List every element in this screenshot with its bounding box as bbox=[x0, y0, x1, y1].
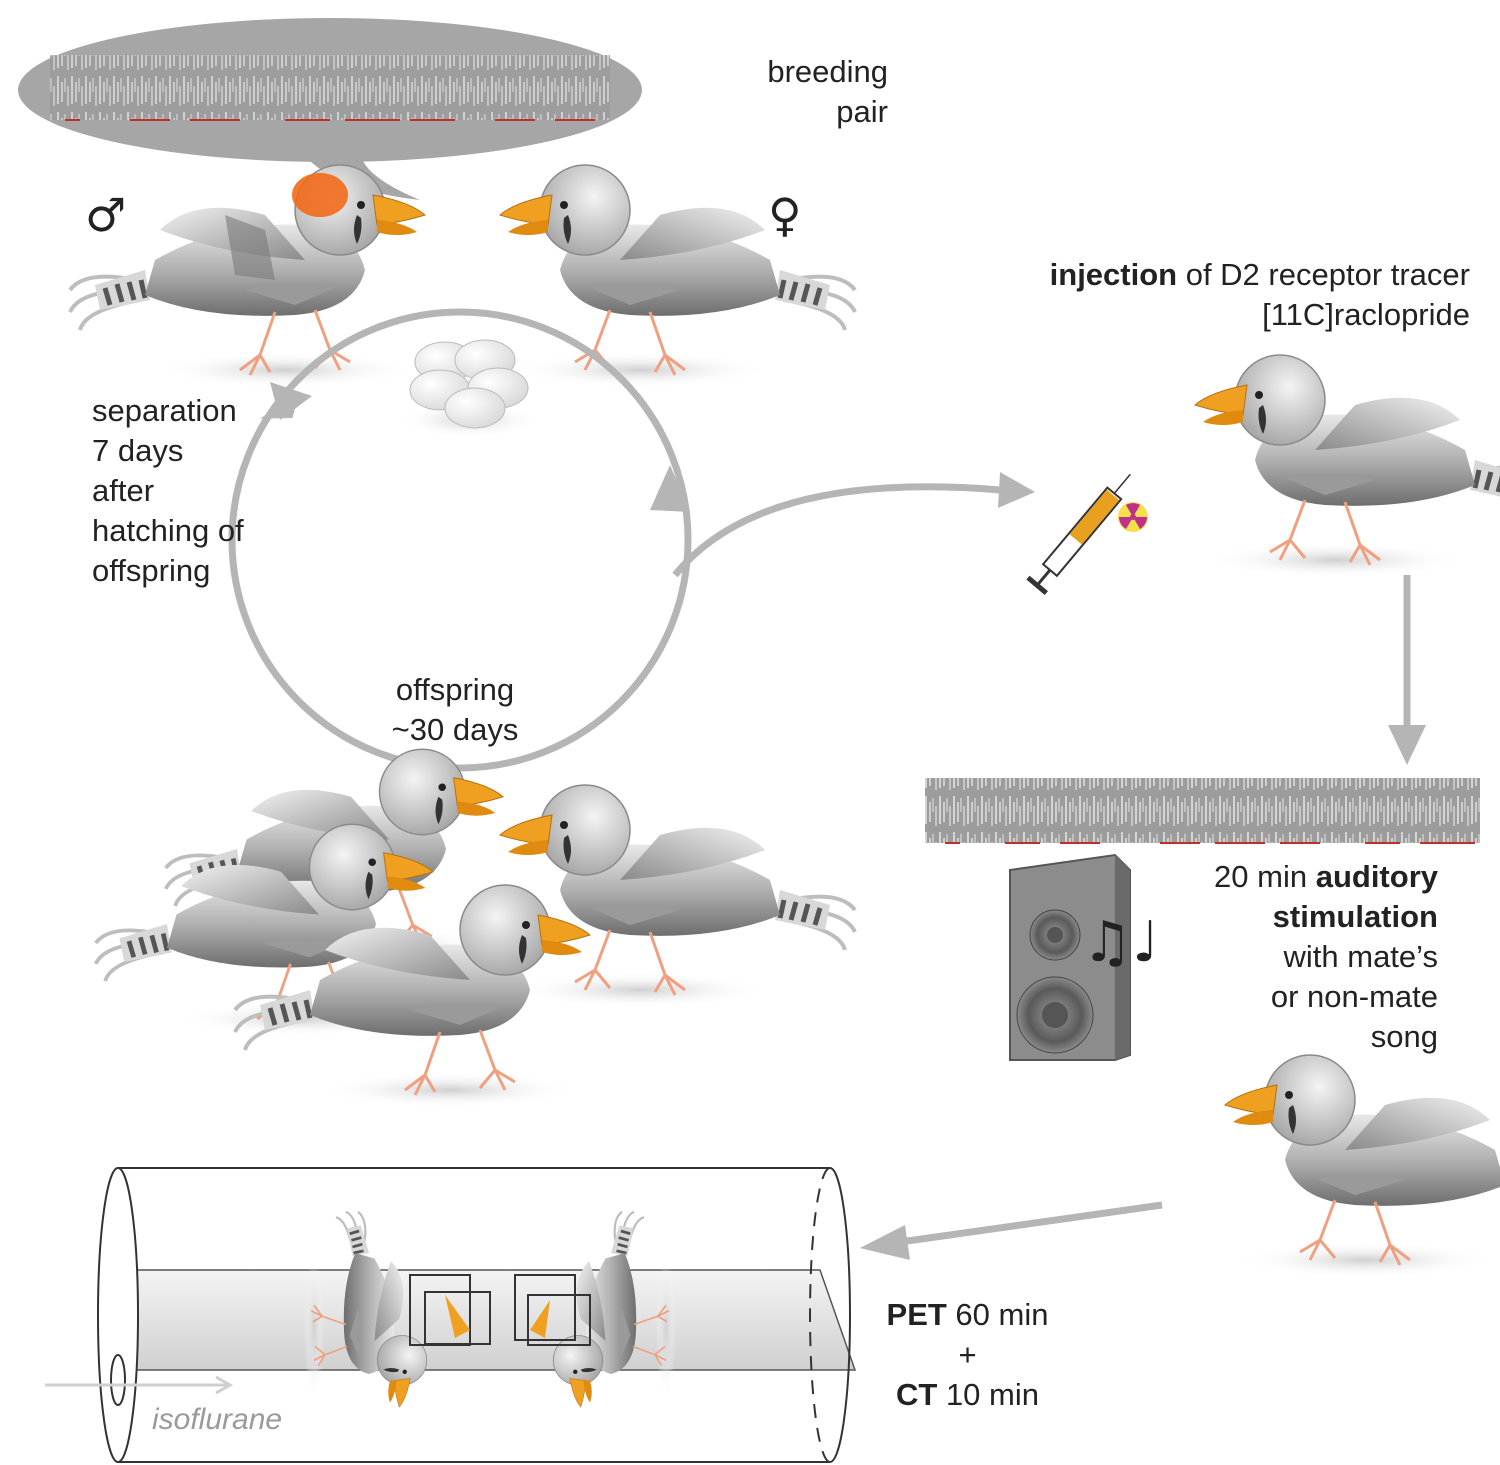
breeding-pair-label: breeding pair bbox=[700, 52, 888, 132]
auditory-line5: song bbox=[1370, 1019, 1438, 1054]
ct-duration: 10 min bbox=[937, 1377, 1039, 1412]
offspring-line2: ~30 days bbox=[391, 712, 519, 747]
pet-bold: PET bbox=[886, 1297, 947, 1332]
separation-line1: separation bbox=[92, 393, 237, 428]
life-cycle-arrow bbox=[228, 308, 692, 772]
injection-label: injection of D2 receptor tracer [11C]rac… bbox=[880, 255, 1470, 335]
injection-finch bbox=[1195, 355, 1500, 578]
injection-tracer: [11C]raclopride bbox=[1262, 297, 1470, 332]
arrow-to-scanner bbox=[899, 1201, 1163, 1246]
male-finch bbox=[70, 165, 425, 388]
breeding-label-line2: pair bbox=[836, 94, 888, 129]
auditory-line4: or non-mate bbox=[1270, 979, 1438, 1014]
male-symbol: ♂ bbox=[85, 188, 127, 242]
auditory-duration: 20 min bbox=[1214, 859, 1316, 894]
injection-rest: of D2 receptor tracer bbox=[1177, 257, 1470, 292]
auditory-line3: with mate’s bbox=[1283, 939, 1439, 974]
separation-line4: hatching of bbox=[92, 513, 244, 548]
radiation-icon bbox=[1118, 502, 1148, 532]
pet-ct-label: PET 60 min + CT 10 min bbox=[870, 1295, 1065, 1415]
separation-line2: 7 days bbox=[92, 433, 184, 468]
music-notes-icon: ♫♩ bbox=[1082, 910, 1159, 975]
speech-bubble bbox=[18, 18, 642, 200]
injection-bold: injection bbox=[1049, 257, 1178, 292]
auditory-finch bbox=[1225, 1055, 1500, 1278]
spectrogram-bubble bbox=[50, 55, 610, 120]
speaker-icon bbox=[1009, 853, 1131, 1061]
auditory-bold1: auditory bbox=[1315, 859, 1438, 894]
separation-line3: after bbox=[92, 473, 155, 508]
offspring-group bbox=[96, 749, 855, 1108]
anesthetised-finches bbox=[302, 1210, 678, 1409]
female-finch bbox=[500, 165, 855, 388]
pet-duration: 60 min bbox=[946, 1297, 1049, 1332]
offspring-line1: offspring bbox=[395, 672, 515, 707]
offspring-label: offspring ~30 days bbox=[360, 670, 550, 750]
ct-bold: CT bbox=[896, 1377, 938, 1412]
breeding-label-line1: breeding bbox=[767, 54, 888, 89]
auditory-label: 20 min auditory stimulation with mate’s … bbox=[1130, 857, 1438, 1057]
pet-plus: + bbox=[958, 1337, 977, 1372]
isoflurane-arrow bbox=[45, 1375, 234, 1395]
separation-label: separation 7 days after hatching of offs… bbox=[92, 391, 292, 591]
female-symbol: ♀ bbox=[768, 188, 802, 242]
isoflurane-label: isoflurane bbox=[152, 1403, 283, 1436]
spectrogram-playback bbox=[925, 778, 1480, 844]
auditory-bold2: stimulation bbox=[1272, 899, 1438, 934]
syringe-icon bbox=[1026, 473, 1131, 595]
separation-line5: offspring bbox=[92, 553, 211, 588]
egg-clutch-icon bbox=[400, 339, 540, 438]
arrow-to-injection bbox=[672, 483, 1001, 578]
